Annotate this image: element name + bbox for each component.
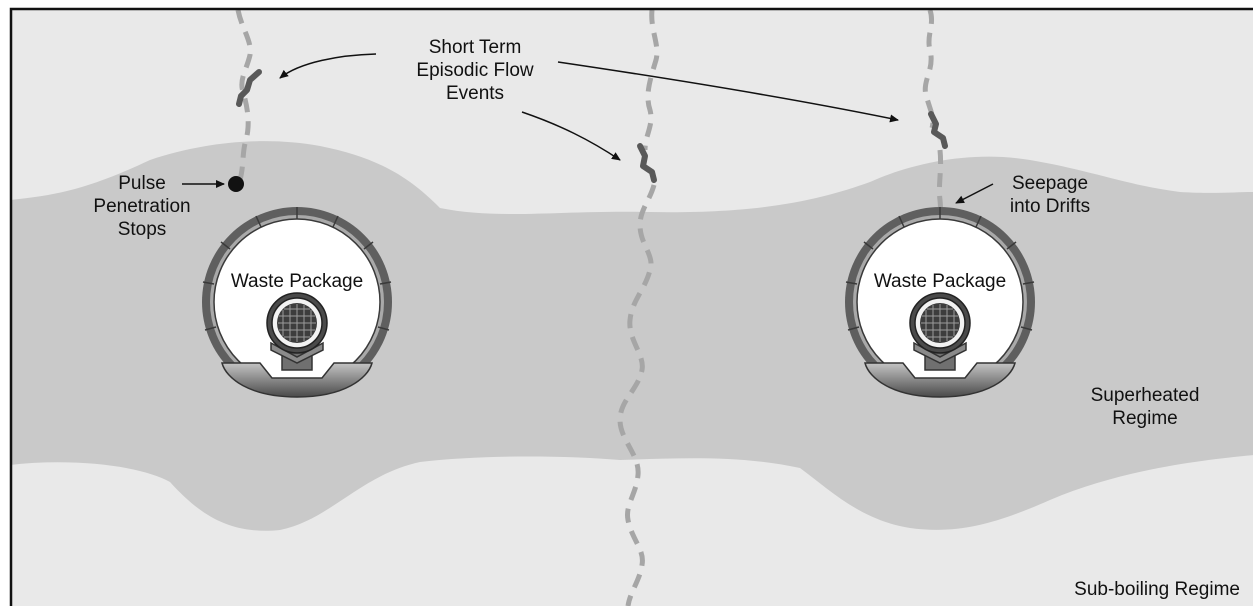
arrow-to-middle-flow xyxy=(521,111,621,161)
arrow-to-seepage xyxy=(955,183,994,204)
label-superheated-line1: Superheated xyxy=(1090,385,1200,406)
arrow-to-right-flow xyxy=(557,61,899,123)
left-drift xyxy=(202,207,392,398)
episodic-flow-middle xyxy=(637,143,657,183)
label-pulse-line3: Stops xyxy=(117,219,167,240)
label-pulse-line2: Penetration xyxy=(93,196,191,217)
label-seepage: Seepage into Drifts xyxy=(998,172,1102,218)
episodic-flow-right xyxy=(928,111,948,149)
label-pulse-stops: Pulse Penetration Stops xyxy=(60,172,228,241)
label-pulse-line1: Pulse xyxy=(118,173,166,194)
episodic-flow-left xyxy=(236,69,262,107)
arrow-to-left-flow xyxy=(279,53,377,79)
label-seepage-line2: into Drifts xyxy=(1009,196,1091,217)
label-waste-package-left: Waste Package xyxy=(230,271,364,292)
right-drift xyxy=(845,207,1035,398)
frame-border xyxy=(9,7,1253,606)
label-flow-events-line2: Episodic Flow xyxy=(416,60,534,81)
label-subboiling: Sub-boiling Regime xyxy=(1074,579,1240,600)
pulse-stop-dot xyxy=(228,176,244,192)
middle-flow-path xyxy=(617,9,660,606)
label-flow-events-line3: Events xyxy=(445,83,505,104)
label-flow-events-line1: Short Term xyxy=(428,37,522,58)
left-flow-path xyxy=(235,9,253,181)
label-superheated-line2: Regime xyxy=(1112,408,1178,429)
label-superheated: Superheated Regime xyxy=(1080,384,1210,430)
label-flow-events: Short Term Episodic Flow Events xyxy=(382,36,568,105)
label-seepage-line1: Seepage xyxy=(1011,173,1089,194)
label-waste-package-right: Waste Package xyxy=(873,271,1007,292)
